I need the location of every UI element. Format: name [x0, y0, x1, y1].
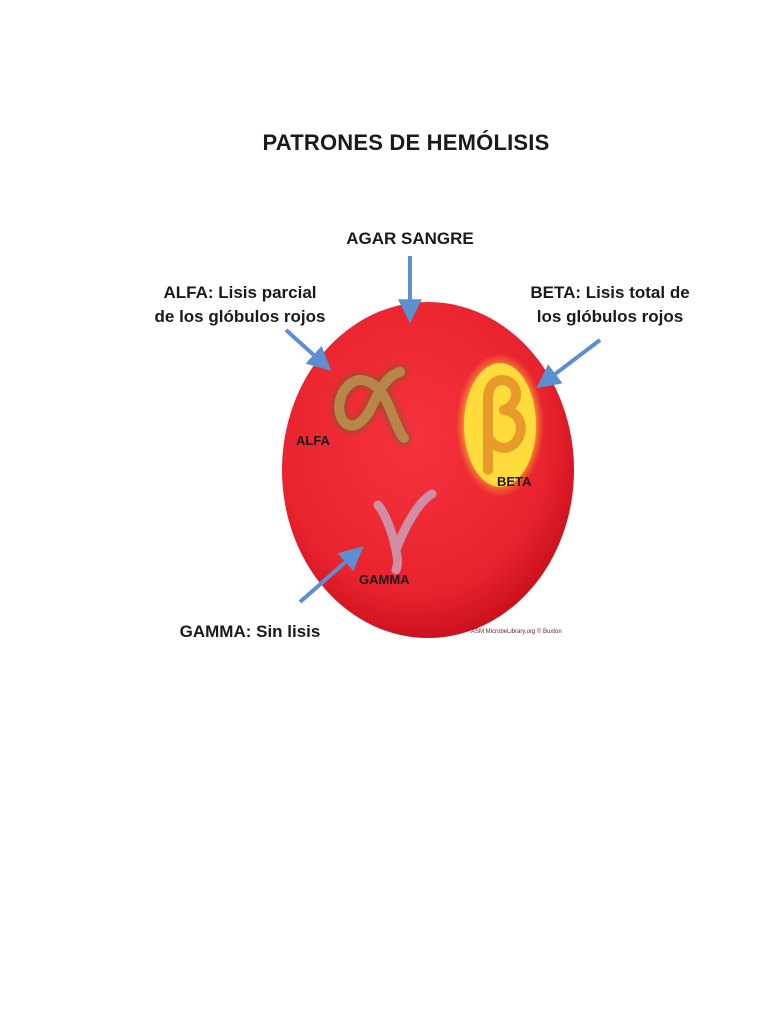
agar-sangre-label: AGAR SANGRE [346, 229, 474, 248]
alfa-callout-line2: de los glóbulos rojos [154, 307, 326, 326]
image-credit: ASM MicrobeLibrary.org © Buxton [471, 629, 562, 635]
gamma-callout: GAMMA: Sin lisis [179, 622, 321, 641]
beta-callout: BETA: Lisis total de los glóbulos rojos [520, 281, 700, 329]
gamma-arrow [298, 546, 364, 604]
alfa-plate-label: ALFA [296, 433, 330, 448]
gamma-plate-label: GAMMA [359, 572, 410, 587]
gamma-colony [373, 489, 437, 575]
alfa-arrow [284, 328, 332, 371]
beta-plate-label: BETA [497, 474, 532, 489]
beta-callout-line2: los glóbulos rojos [536, 307, 684, 326]
alfa-callout: ALFA: Lisis parcial de los glóbulos rojo… [150, 281, 330, 329]
beta-callout-line1: BETA: Lisis total de [530, 283, 690, 302]
alfa-colony [331, 364, 412, 446]
page-title: PATRONES DE HEMÓLISIS [262, 130, 550, 155]
alfa-callout-line1: ALFA: Lisis parcial [163, 283, 317, 302]
beta-arrow [536, 338, 602, 389]
beta-colony [456, 353, 544, 497]
